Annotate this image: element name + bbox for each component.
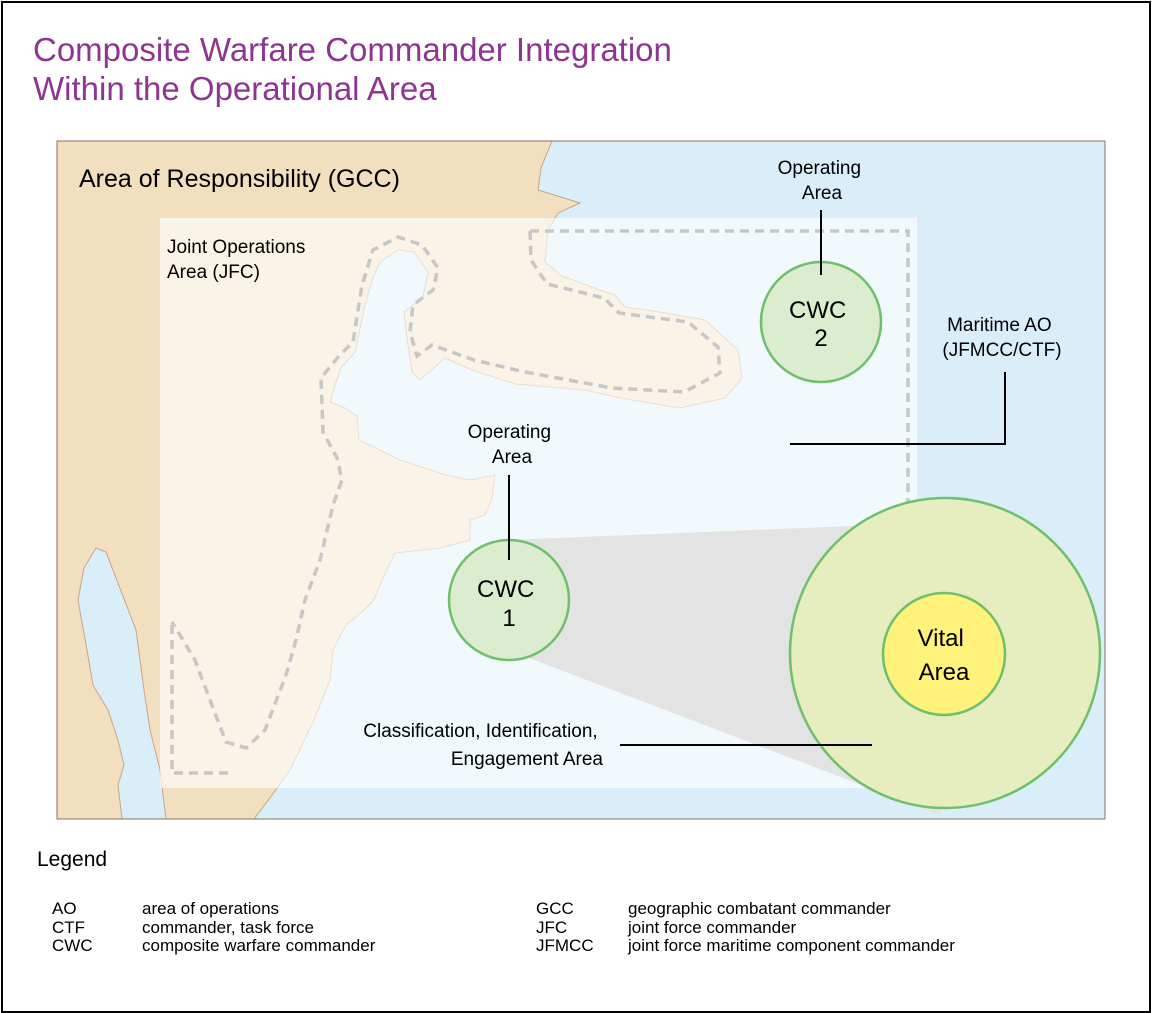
maritime-ao-boundary-coast (170, 230, 722, 750)
legend-abbr: CWC (52, 936, 93, 955)
legend-right-column: GCC geographic combatant commander JFC joi… (536, 899, 955, 956)
legend-item: AO area of operations (52, 899, 375, 919)
legend-abbr: CTF (52, 917, 86, 937)
legend-title: Legend (37, 848, 108, 871)
legend-abbr: JFMCC (536, 936, 594, 955)
maritime-ao-boundary-south (170, 622, 228, 775)
maritime-ao-label: Maritime AO (JFMCC/CTF) (942, 315, 1061, 361)
maritime-ao-boundary (530, 229, 910, 520)
vital-area-label: Vital Area (918, 625, 971, 686)
legend-item: JFMCC joint force maritime component comm… (536, 936, 955, 956)
operating-area-2-label: Operating Area (778, 158, 867, 204)
legend-definition: commander, task force (142, 917, 314, 937)
legend-definition: joint force maritime component commander (628, 936, 955, 955)
aor-label: Area of Responsibility (GCC) (79, 165, 400, 193)
legend-item: CWC composite warfare commander (52, 936, 376, 956)
legend-item: CTF commander, task force (52, 917, 375, 938)
legend-abbr: AO (52, 899, 77, 918)
legend-abbr: JFC (536, 917, 568, 937)
vital-area-circle (881, 591, 1007, 717)
legend-item: JFC joint force commander (536, 917, 955, 938)
legend-definition: joint force commander (628, 917, 797, 937)
legend-item: GCC geographic combatant commander (536, 899, 955, 919)
joa-label: Joint Operations Area (JFC) (167, 237, 311, 283)
legend-definition: geographic combatant commander (628, 899, 891, 918)
cwc-2-label: CWC 2 (789, 297, 853, 352)
legend-definition: composite warfare commander (142, 936, 376, 955)
cwc-1-label: CWC 1 (477, 576, 541, 632)
maritime-ao-leader (790, 372, 1006, 445)
legend-abbr: GCC (536, 899, 574, 918)
title-line-1: Composite Warfare Commander Integration (33, 31, 672, 68)
area-of-responsibility-border (56, 140, 1106, 820)
legend-left-column: AO area of operations CTF commander, task … (52, 899, 376, 956)
operating-area-1-label: Operating Area (468, 422, 557, 468)
figure-title: Composite Warfare Commander Integration … (33, 30, 672, 108)
legend-definition: area of operations (142, 899, 280, 918)
title-line-2: Within the Operational Area (33, 70, 437, 107)
ciea-label: Classification, Identification, Engageme… (363, 721, 603, 770)
